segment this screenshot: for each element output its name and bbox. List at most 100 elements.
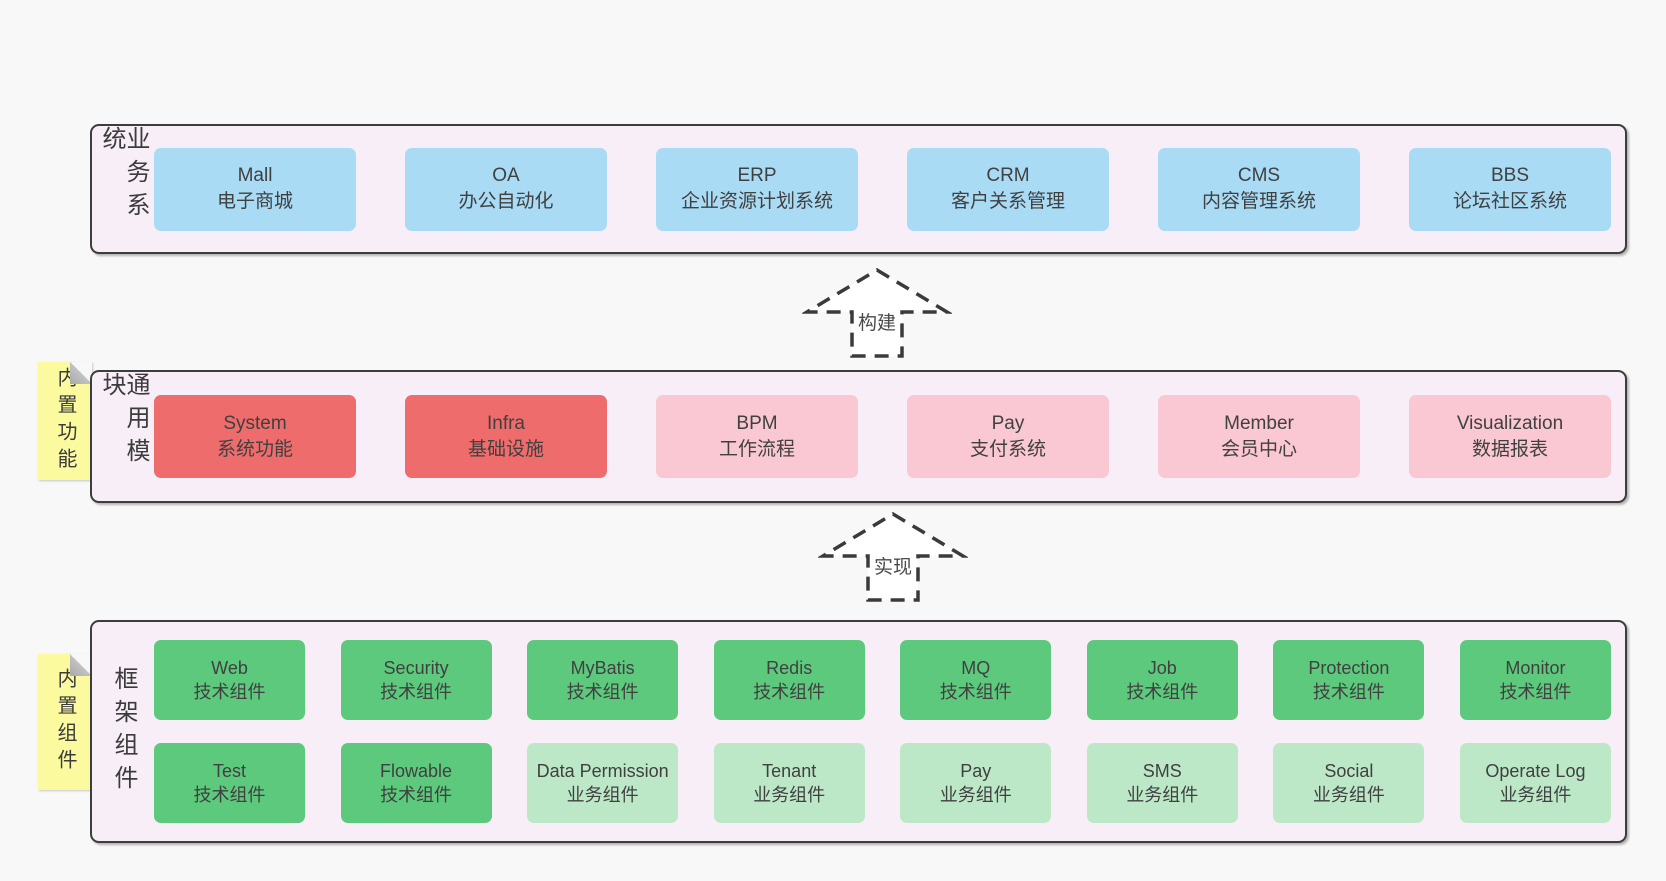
sticky-note-builtin-components: 内置组件: [38, 654, 92, 790]
box-label-zh: 技术组件: [566, 682, 639, 702]
layer-label: 通用模块: [98, 372, 149, 471]
box-visualization: Visualization 数据报表: [1409, 395, 1611, 478]
box-web: Web 技术组件: [154, 640, 305, 720]
box-label-en: System: [223, 412, 287, 434]
box-label-zh: 业务组件: [1312, 785, 1385, 805]
implement-arrow-label: 实现: [870, 552, 916, 579]
business-systems-layer: 业务系统 Mall 电子商城 OA 办公自动化 ERP 企业资源计划系统 CRM…: [90, 124, 1627, 254]
box-monitor: Monitor 技术组件: [1459, 640, 1611, 720]
build-arrow-label: 构建: [854, 308, 900, 335]
box-label-en: MQ: [961, 658, 991, 678]
box-label-zh: 客户关系管理: [950, 191, 1065, 212]
box-label-en: Job: [1147, 658, 1177, 678]
layer-label-column: 通用模块: [92, 372, 154, 501]
box-operate-log: Operate Log 业务组件: [1459, 743, 1611, 823]
box-label-zh: 技术组件: [193, 682, 266, 702]
box-label-zh: 技术组件: [380, 785, 453, 805]
box-label-en: Flowable: [380, 761, 453, 781]
box-label-zh: 业务组件: [939, 785, 1012, 805]
layer-label-column: 框架组件: [92, 622, 154, 841]
box-label-zh: 会员中心: [1220, 438, 1297, 460]
box-label-en: Member: [1224, 412, 1294, 434]
box-label-zh: 技术组件: [1499, 682, 1572, 702]
box-pay-module: Pay 支付系统: [907, 395, 1109, 478]
box-erp: ERP 企业资源计划系统: [656, 147, 858, 231]
layer-label: 框架组件: [110, 665, 137, 798]
box-label-en: BBS: [1490, 165, 1530, 186]
box-redis: Redis 技术组件: [713, 640, 865, 720]
framework-components-layer: 框架组件 Web 技术组件 Security 技术组件 MyBatis 技术组件…: [90, 620, 1627, 843]
box-label-zh: 业务组件: [566, 785, 639, 805]
box-label-en: Infra: [486, 412, 526, 434]
framework-row-2: Test 技术组件 Flowable 技术组件 Data Permission …: [154, 743, 1611, 823]
box-system: System 系统功能: [154, 395, 356, 478]
box-label-zh: 业务组件: [1499, 785, 1572, 805]
box-label-en: OA: [492, 165, 520, 186]
box-flowable: Flowable 技术组件: [340, 743, 492, 823]
box-label-zh: 论坛社区系统: [1452, 191, 1567, 212]
box-label-en: Mall: [237, 165, 273, 186]
box-label-zh: 基础设施: [467, 438, 544, 460]
box-label-en: CMS: [1237, 165, 1281, 186]
box-label-en: Redis: [766, 658, 813, 678]
box-label-zh: 企业资源计划系统: [680, 191, 833, 212]
box-tenant: Tenant 业务组件: [713, 743, 865, 823]
box-sms: SMS 业务组件: [1086, 743, 1238, 823]
box-label-en: Web: [211, 658, 248, 678]
box-security: Security 技术组件: [340, 640, 492, 720]
box-label-zh: 支付系统: [969, 438, 1046, 460]
box-label-en: Test: [212, 761, 246, 781]
box-label-en: Monitor: [1505, 658, 1566, 678]
box-label-en: Visualization: [1456, 412, 1564, 434]
box-label-zh: 办公自动化: [458, 191, 554, 212]
box-label-en: ERP: [737, 165, 777, 186]
box-label-en: Pay: [991, 412, 1025, 434]
box-label-en: CRM: [986, 165, 1030, 186]
box-infra: Infra 基础设施: [405, 395, 607, 478]
box-oa: OA 办公自动化: [405, 147, 607, 231]
box-bpm: BPM 工作流程: [656, 395, 858, 478]
box-mq: MQ 技术组件: [900, 640, 1052, 720]
box-label-zh: 业务组件: [753, 785, 826, 805]
box-label-zh: 系统功能: [216, 438, 293, 460]
box-label-zh: 技术组件: [380, 682, 453, 702]
box-label-zh: 技术组件: [753, 682, 826, 702]
box-test: Test 技术组件: [154, 743, 305, 823]
implement-arrow: 实现: [818, 510, 968, 604]
box-label-en: Operate Log: [1485, 761, 1586, 781]
sticky-label: 内置功能: [54, 367, 76, 475]
box-social: Social 业务组件: [1273, 743, 1425, 823]
box-label-zh: 技术组件: [939, 682, 1012, 702]
layer-label: 业务系统: [98, 126, 149, 225]
common-modules-layer: 通用模块 System 系统功能 Infra 基础设施 BPM 工作流程 Pay…: [90, 370, 1627, 503]
box-member: Member 会员中心: [1158, 395, 1360, 478]
box-label-zh: 数据报表: [1471, 438, 1548, 460]
box-label-en: Protection: [1308, 658, 1390, 678]
box-cms: CMS 内容管理系统: [1158, 147, 1360, 231]
sticky-label: 内置组件: [54, 668, 76, 776]
box-label-zh: 技术组件: [1312, 682, 1385, 702]
box-label-en: MyBatis: [570, 658, 635, 678]
box-label-en: SMS: [1142, 761, 1182, 781]
layer-label-column: 业务系统: [92, 126, 154, 252]
box-job: Job 技术组件: [1086, 640, 1238, 720]
framework-boxes: Web 技术组件 Security 技术组件 MyBatis 技术组件 Redi…: [154, 622, 1625, 841]
box-label-en: Pay: [960, 761, 992, 781]
framework-row-1: Web 技术组件 Security 技术组件 MyBatis 技术组件 Redi…: [154, 640, 1611, 720]
box-label-zh: 技术组件: [193, 785, 266, 805]
box-label-zh: 业务组件: [1126, 785, 1199, 805]
build-arrow: 构建: [802, 266, 952, 360]
box-mybatis: MyBatis 技术组件: [527, 640, 679, 720]
box-label-zh: 电子商城: [216, 191, 293, 212]
box-label-en: Security: [383, 658, 449, 678]
business-boxes: Mall 电子商城 OA 办公自动化 ERP 企业资源计划系统 CRM 客户关系…: [154, 126, 1625, 252]
box-protection: Protection 技术组件: [1273, 640, 1425, 720]
box-label-en: BPM: [736, 412, 778, 434]
box-label-en: Social: [1324, 761, 1374, 781]
box-label-zh: 工作流程: [718, 438, 795, 460]
box-label-en: Data Permission: [536, 761, 669, 781]
box-pay-component: Pay 业务组件: [900, 743, 1052, 823]
box-mall: Mall 电子商城: [154, 147, 356, 231]
box-label-zh: 内容管理系统: [1201, 191, 1316, 212]
